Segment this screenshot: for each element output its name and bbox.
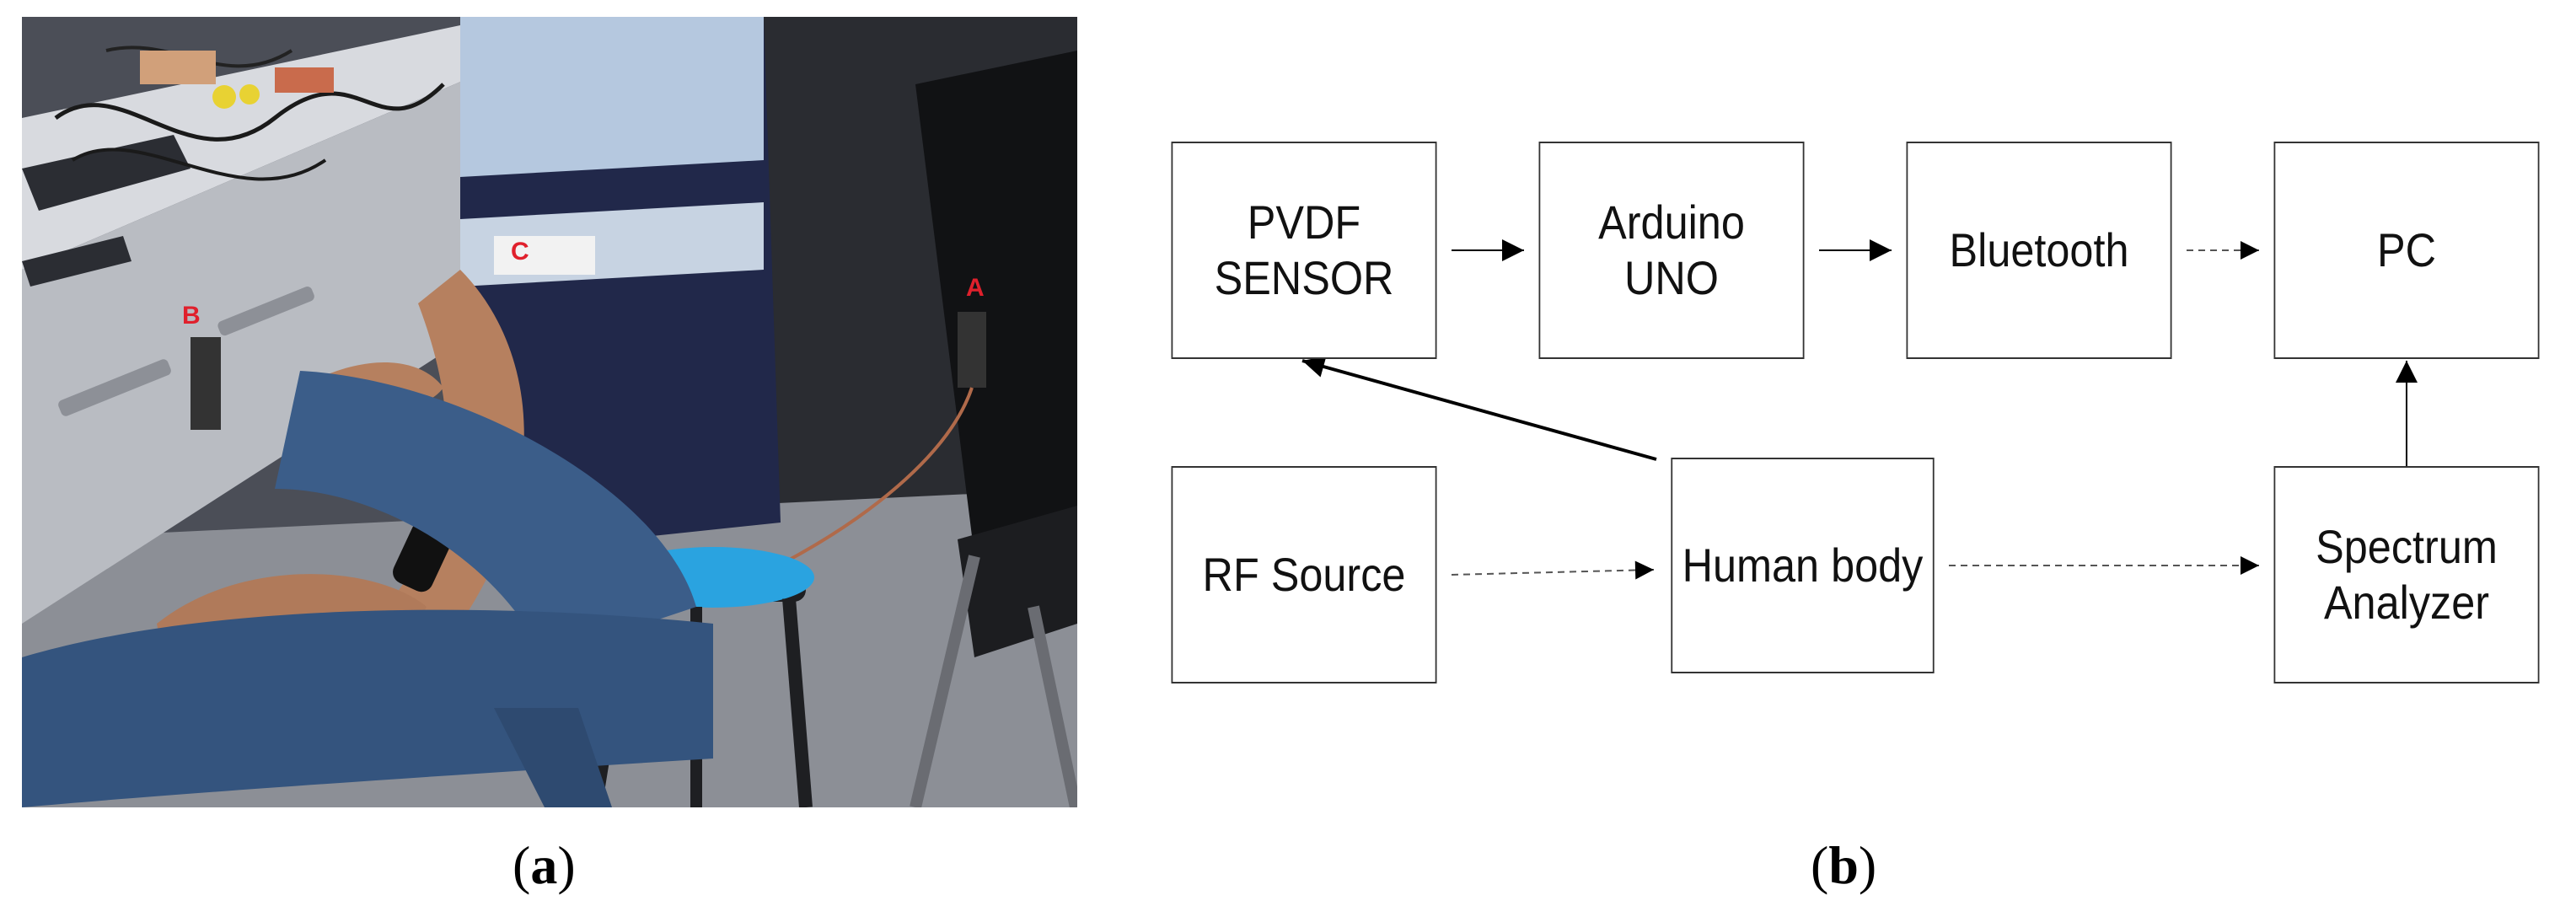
sensor-marker-c: C [511,238,529,265]
caption-b: (b) [1811,834,1876,897]
caption-b-close: ) [1858,835,1877,895]
spectrum-label-line2: Analyzer [2323,576,2490,629]
photo-illustration [22,17,1077,807]
arrow-body-to-pvdf [1301,356,1657,461]
caption-a-letter: a [530,835,558,895]
pc-label: PC [2376,222,2437,276]
box-human-body: Human body [1671,458,1935,673]
bluetooth-label: Bluetooth [1949,222,2129,276]
pvdf-label-line2: SENSOR [1214,251,1394,304]
box-bluetooth: Bluetooth [1906,142,2172,359]
box-rf-source: RF Source [1171,466,1437,683]
arrow-rf-to-body [1451,560,1655,580]
caption-a: (a) [513,834,576,897]
spectrum-label-line1: Spectrum [2316,519,2498,573]
box-pc: PC [2273,142,2540,359]
caption-b-letter: b [1828,835,1859,895]
caption-a-open: ( [513,835,531,895]
sensor-marker-b: B [182,302,201,330]
sensor-marker-a: A [966,274,985,302]
arduino-label-line2: UNO [1623,251,1719,304]
pvdf-label-line1: PVDF [1247,195,1361,249]
caption-b-open: ( [1811,835,1829,895]
human-body-label: Human body [1682,538,1924,592]
arduino-label-line1: Arduino [1598,195,1745,249]
experiment-photo: A B C [22,17,1077,807]
caption-a-close: ) [557,835,576,895]
rf-source-label: RF Source [1202,547,1406,601]
